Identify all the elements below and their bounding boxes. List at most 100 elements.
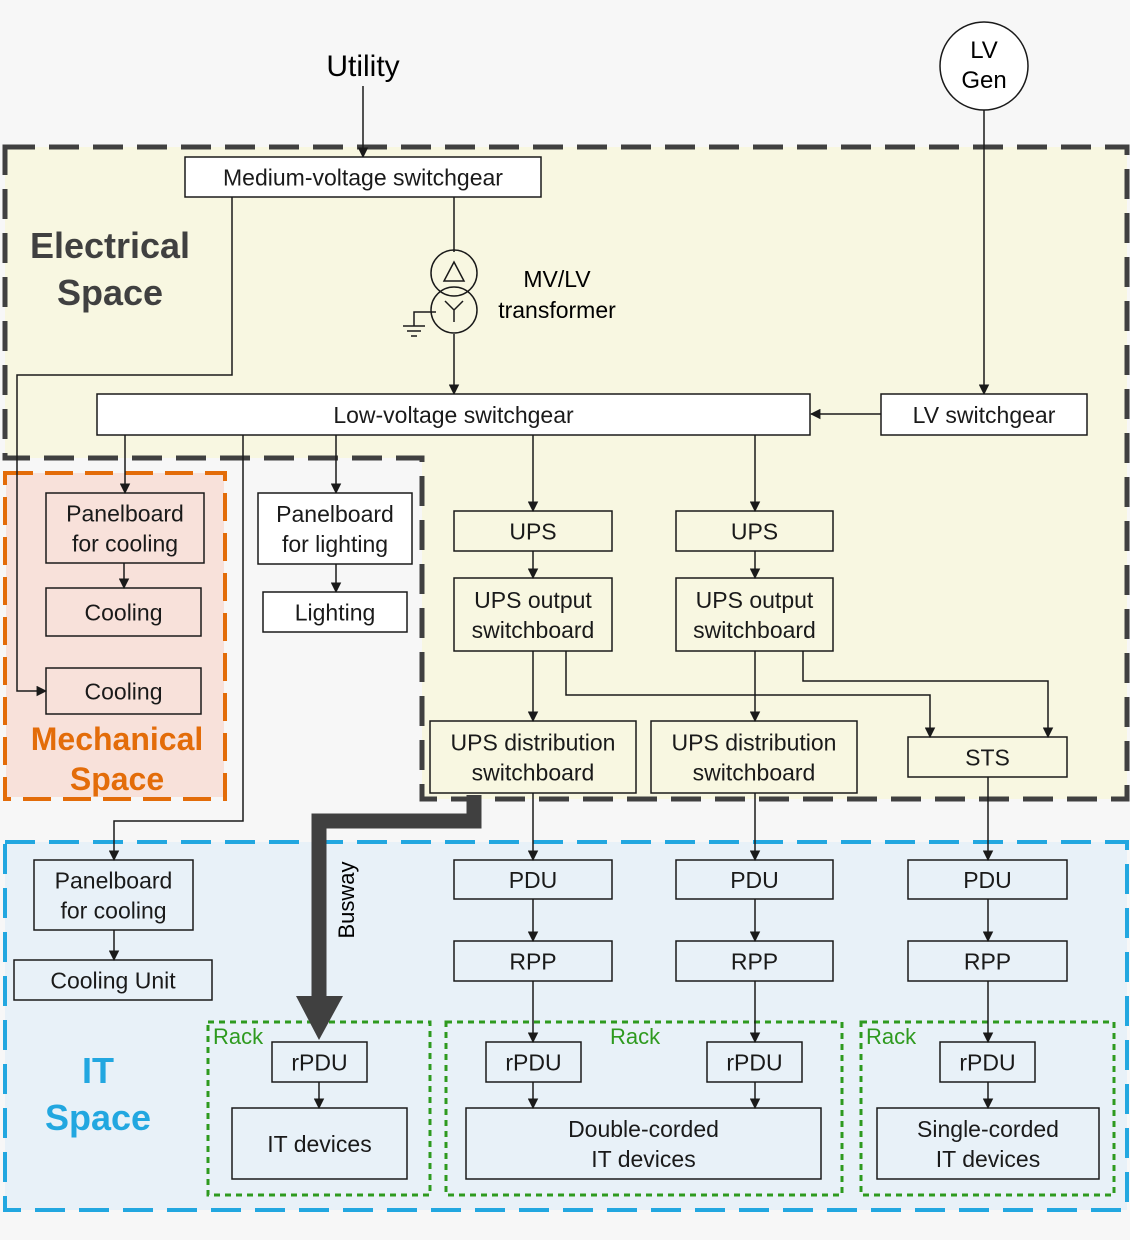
cooling-2-box: Cooling — [45, 667, 202, 715]
rpdu-2-box: rPDU — [485, 1041, 582, 1083]
busway: Busway — [296, 795, 482, 1040]
rpp-c-box: RPP — [907, 940, 1068, 982]
double-corded-border — [465, 1107, 822, 1180]
rack-label-3: Rack — [866, 1024, 917, 1049]
panelboard-cooling-it-border — [33, 859, 194, 931]
panelboard-cooling-mech-border — [45, 492, 205, 564]
it-space-title-line2: Space — [45, 1097, 151, 1138]
panelboard-lighting-label: for lighting — [282, 531, 388, 557]
rpp-b-border — [675, 940, 834, 982]
cooling-unit-box: Cooling Unit — [13, 959, 213, 1001]
pdu-c-label: PDU — [963, 867, 1012, 893]
lv-to-panelboard-it-line — [108, 435, 244, 862]
pdu-b-label: PDU — [730, 867, 779, 893]
cooling-unit-border — [13, 959, 213, 1001]
it-devices-label: IT devices — [267, 1131, 371, 1157]
rpp-a-border — [453, 940, 613, 982]
ups-output-b-label: UPS output — [696, 587, 814, 613]
cooling-1-label: Cooling — [85, 599, 163, 625]
busway-label: Busway — [334, 861, 359, 938]
rpdu-1-label: rPDU — [291, 1049, 347, 1075]
lv-switchgear-gen-label: LV switchgear — [913, 402, 1056, 428]
ups-a-box: UPS — [453, 510, 613, 552]
lv-switchgear-gen-box: LV switchgear — [880, 393, 1088, 436]
generator-label-line2: Gen — [961, 67, 1006, 94]
it-space-fill — [5, 842, 1127, 1210]
rpdu-2-border — [485, 1041, 582, 1083]
rpdu-4-label: rPDU — [959, 1049, 1015, 1075]
sts-label: STS — [965, 744, 1010, 770]
pdu-c-border — [907, 859, 1068, 900]
rpp-c-label: RPP — [964, 948, 1011, 974]
panelboard-lighting-border — [257, 492, 413, 565]
ups-output-a-border — [453, 577, 613, 652]
ups-dist-b-label: UPS distribution — [672, 729, 837, 755]
ups-b-box: UPS — [675, 510, 834, 552]
lighting-box: Lighting — [262, 591, 408, 633]
mv-switchgear-box: Medium-voltage switchgear — [184, 156, 542, 198]
pdu-a-border — [453, 859, 613, 900]
ups-b-border — [675, 510, 834, 552]
pdu-a-label: PDU — [509, 867, 558, 893]
rpp-b-label: RPP — [731, 948, 778, 974]
mv-to-mech-cooling-line — [16, 197, 233, 697]
double-corded-label: Double-corded — [568, 1116, 719, 1142]
rpdu-3-label: rPDU — [726, 1049, 782, 1075]
ups-output-a-label: switchboard — [472, 617, 595, 643]
ups-dist-a-border — [429, 720, 637, 794]
region-borders — [2, 144, 1130, 1212]
cooling-1-border — [45, 587, 202, 637]
cooling-2-border — [45, 667, 202, 715]
rpdu-1-border — [271, 1041, 368, 1083]
cooling-2-label: Cooling — [85, 678, 163, 704]
panelboard-cooling-mech-label: for cooling — [72, 530, 178, 556]
single-corded-label: IT devices — [936, 1146, 1040, 1172]
mechanical-space-border — [3, 471, 227, 801]
rack-label-2: Rack — [610, 1024, 661, 1049]
pdu-b-border — [675, 859, 834, 900]
ups-output-b-border — [675, 577, 834, 652]
electrical-space-title: Electrical — [30, 225, 190, 266]
rpp-a-box: RPP — [453, 940, 613, 982]
panelboard-cooling-mech-label: Panelboard — [66, 500, 184, 526]
transformer-label-line1: MV/LV — [523, 266, 591, 292]
generator-label-line1: LV — [970, 37, 998, 64]
mv-switchgear-label: Medium-voltage switchgear — [223, 164, 503, 190]
single-corded-label: Single-corded — [917, 1116, 1059, 1142]
rpp-a-label: RPP — [509, 948, 556, 974]
output-b-to-sts-line — [802, 651, 1054, 739]
ups-dist-a-label: UPS distribution — [451, 729, 616, 755]
panelboard-cooling-it-label: for cooling — [60, 897, 166, 923]
ups-output-b-box: UPS output switchboard — [675, 577, 834, 652]
rpdu-2-label: rPDU — [505, 1049, 561, 1075]
ups-output-b-label: switchboard — [693, 617, 816, 643]
connectors — [16, 86, 1054, 1110]
pdu-c-box: PDU — [907, 859, 1068, 900]
panelboard-lighting-label: Panelboard — [276, 501, 394, 527]
mv-switchgear-border — [184, 156, 542, 198]
panelboard-cooling-mech-box: Panelboard for cooling — [45, 492, 205, 564]
utility-label: Utility — [326, 50, 399, 83]
sts-box: STS — [907, 736, 1068, 778]
ups-dist-b-label: switchboard — [693, 759, 816, 785]
rpdu-1-box: rPDU — [271, 1041, 368, 1083]
ground-symbol — [403, 311, 436, 337]
electrical-space-border — [2, 144, 1130, 802]
rpdu-4-border — [939, 1041, 1036, 1083]
ups-b-label: UPS — [731, 518, 778, 544]
double-corded-box: Double-corded IT devices — [465, 1107, 822, 1180]
rpdu-4-box: rPDU — [939, 1041, 1036, 1083]
lighting-label: Lighting — [295, 599, 376, 625]
rpdu-3-border — [706, 1041, 803, 1083]
lv-switchgear-main-border — [96, 393, 811, 436]
transformer-label: MV/LV transformer — [498, 266, 616, 323]
pdu-b-box: PDU — [675, 859, 834, 900]
panelboard-lighting-box: Panelboard for lighting — [257, 492, 413, 565]
double-corded-label: IT devices — [591, 1146, 695, 1172]
it-space-title: IT — [82, 1050, 114, 1091]
mechanical-space-title: Mechanical — [31, 721, 204, 757]
electrical-space-fill — [5, 147, 1127, 799]
